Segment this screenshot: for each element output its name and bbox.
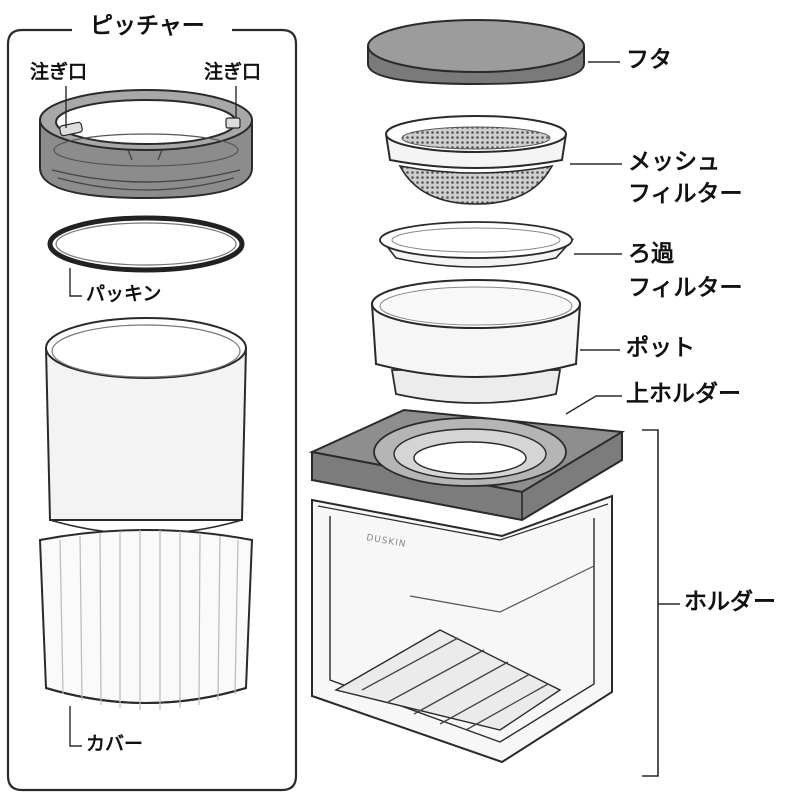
gasket-label: パッキン: [86, 283, 162, 305]
paper-filter: [379, 221, 575, 268]
lid-label: フタ: [626, 47, 672, 73]
gasket: [47, 215, 245, 273]
pitcher-group-title: ピッチャー: [90, 13, 205, 39]
upper-holder-label: 上ホルダー: [626, 381, 741, 407]
spout-right-label: 注ぎ口: [204, 61, 262, 83]
paper-filter-label-line1: ろ過: [628, 241, 674, 267]
pot: [370, 279, 582, 404]
pot-label: ポット: [626, 335, 695, 361]
holder-label: ホルダー: [684, 589, 776, 615]
upper-holder-pointer: [565, 395, 622, 415]
holder-bracket: [642, 429, 680, 777]
cover-label: カバー: [86, 733, 144, 755]
pitcher-cover: [38, 529, 254, 710]
mesh-filter: [385, 115, 567, 205]
mesh-filter-label-line2: フィルター: [628, 181, 743, 207]
mesh-filter-label-line1: メッシュ: [628, 149, 720, 175]
paper-filter-label-line2: フィルター: [628, 275, 743, 301]
lid: [367, 19, 585, 86]
gasket-pointer: [69, 268, 82, 297]
pitcher-body: [44, 317, 248, 535]
pitcher-group-frame: [6, 28, 298, 792]
upper-holder: [308, 408, 626, 522]
pitcher-ring: [39, 89, 253, 200]
cover-pointer: [69, 706, 82, 747]
spout-left-label: 注ぎ口: [30, 61, 88, 83]
holder: [311, 494, 613, 764]
